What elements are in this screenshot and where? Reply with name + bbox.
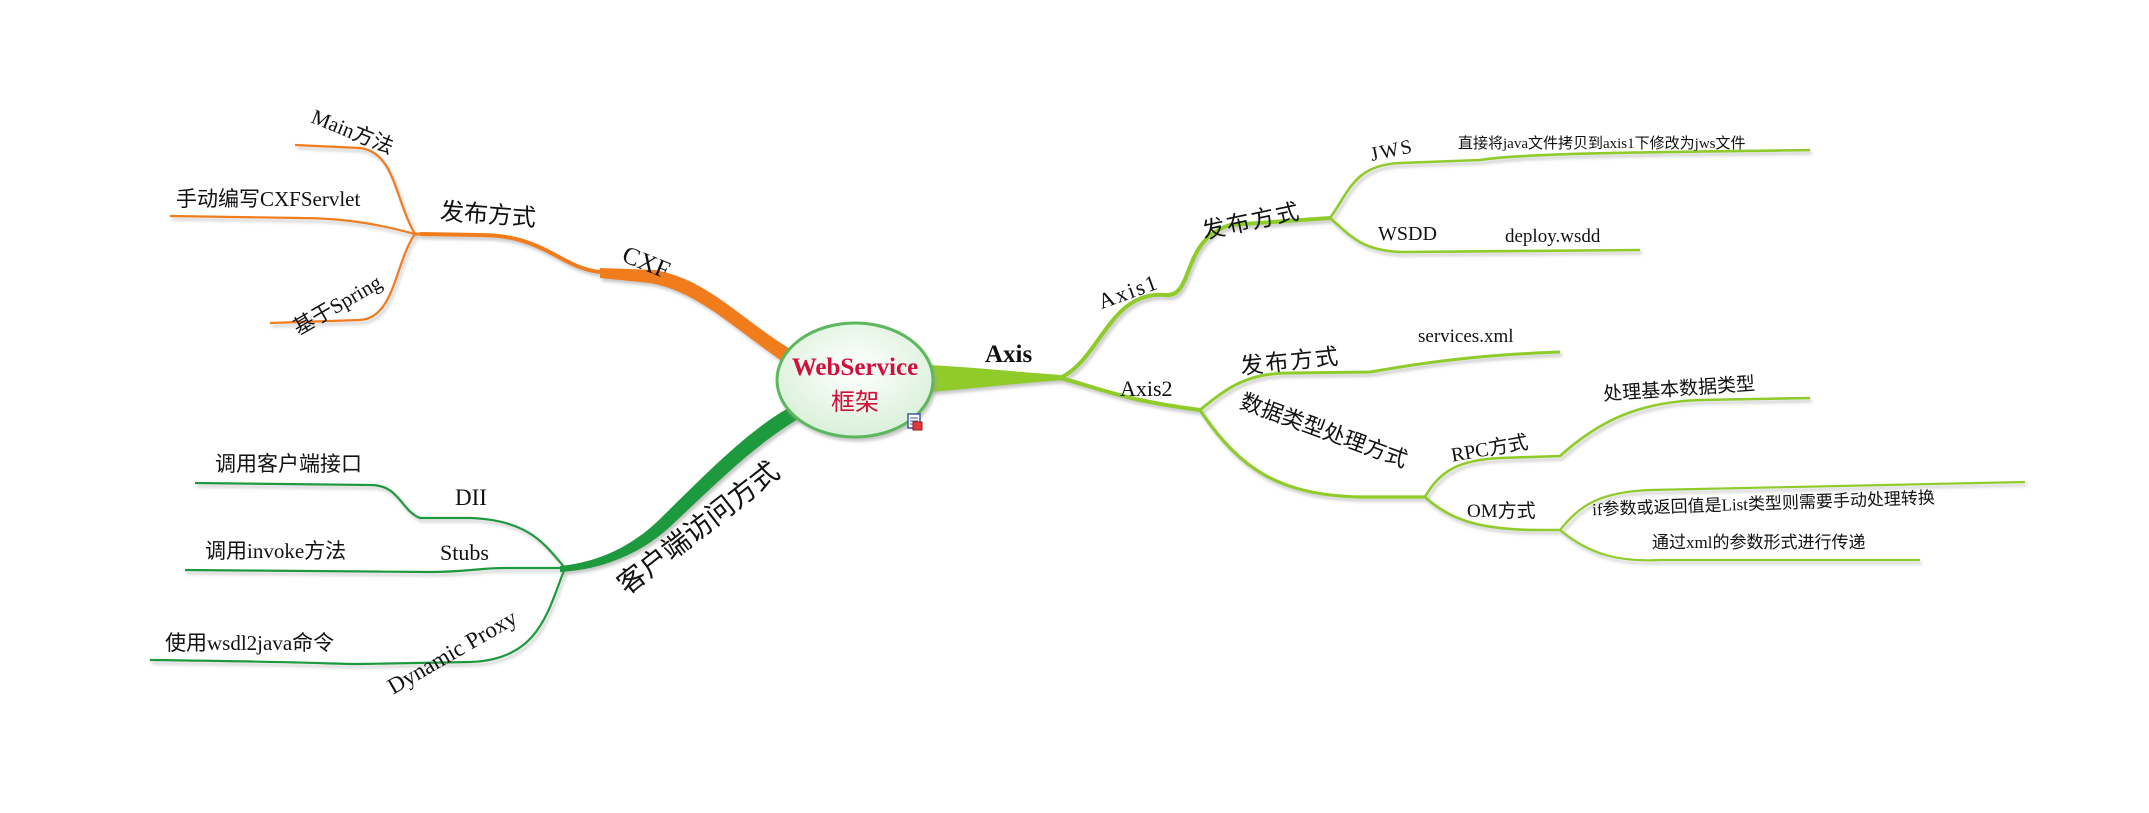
cxf-line: [419, 232, 601, 274]
client-branch: [149, 396, 820, 666]
cxf-spring-line: [269, 233, 416, 325]
client-connector: [560, 396, 820, 572]
client-stubs-line: [184, 566, 565, 574]
client-dii-label[interactable]: DII: [455, 485, 487, 510]
cxf-connector: [600, 268, 800, 368]
axis2-om-line: [1424, 496, 1560, 532]
cxf-main-label[interactable]: Main方法: [308, 104, 397, 159]
axis2-om-detail1[interactable]: if参数或返回值是List类型则需要手动处理转换: [1592, 488, 1935, 519]
client-proxy-detail[interactable]: 使用wsdl2java命令: [165, 631, 334, 655]
cxf-servlet-label[interactable]: 手动编写CXFServlet: [176, 187, 360, 211]
axis-connector: [930, 365, 1065, 392]
axis1-wsdd-label[interactable]: WSDD: [1378, 223, 1437, 245]
axis-label[interactable]: Axis: [985, 341, 1033, 368]
axis1-line: [1059, 216, 1331, 380]
axis1-jws-label[interactable]: JWS: [1368, 135, 1415, 166]
axis2-publish-detail[interactable]: services.xml: [1418, 326, 1514, 347]
axis2-publish-line: [1199, 350, 1561, 412]
client-stubs-detail[interactable]: 调用invoke方法: [205, 539, 346, 563]
client-proxy-line: [149, 567, 567, 666]
note-icon[interactable]: [907, 413, 923, 431]
axis1-jws-detail[interactable]: 直接将java文件拷贝到axis1下修改为jws文件: [1458, 135, 1746, 152]
axis2-rpc-line: [1423, 396, 1811, 498]
axis2-label[interactable]: Axis2: [1120, 376, 1173, 401]
client-dii-line: [194, 481, 566, 569]
cxf-publish-label[interactable]: 发布方式: [439, 198, 537, 232]
axis1-jws-line: [1328, 148, 1811, 219]
client-stubs-label[interactable]: Stubs: [440, 540, 489, 565]
axis1-wsdd-detail[interactable]: deploy.wsdd: [1505, 226, 1601, 247]
cxf-spring-label[interactable]: 基于Spring: [289, 270, 386, 340]
client-label[interactable]: 客户端访问方式: [611, 455, 785, 601]
client-proxy-label[interactable]: Dynamic Proxy: [383, 605, 522, 699]
axis2-datatype-line: [1198, 409, 1425, 499]
cxf-branch: [169, 143, 800, 368]
cxf-servlet-line: [169, 214, 416, 236]
axis2-om-detail2-line: [1559, 529, 1920, 562]
axis2-line: [1059, 376, 1201, 412]
center-bubble: [775, 321, 935, 439]
axis2-datatype-label[interactable]: 数据类型处理方式: [1237, 389, 1411, 473]
axis2-om-label[interactable]: OM方式: [1467, 500, 1536, 522]
axis-branch: [930, 148, 2026, 562]
center-node[interactable]: WebService 框架: [775, 321, 935, 439]
center-title: WebService: [792, 354, 918, 381]
client-dii-detail[interactable]: 调用客户端接口: [215, 452, 362, 476]
center-subtitle: 框架: [831, 388, 879, 416]
axis2-om-detail2[interactable]: 通过xml的参数形式进行传递: [1652, 533, 1865, 552]
axis2-rpc-label[interactable]: RPC方式: [1449, 431, 1530, 467]
cxf-main-line: [294, 143, 416, 235]
axis2-om-detail1-line: [1559, 480, 2026, 531]
axis1-wsdd-line: [1329, 217, 1641, 254]
axis1-publish-label[interactable]: 发布方式: [1200, 199, 1303, 244]
